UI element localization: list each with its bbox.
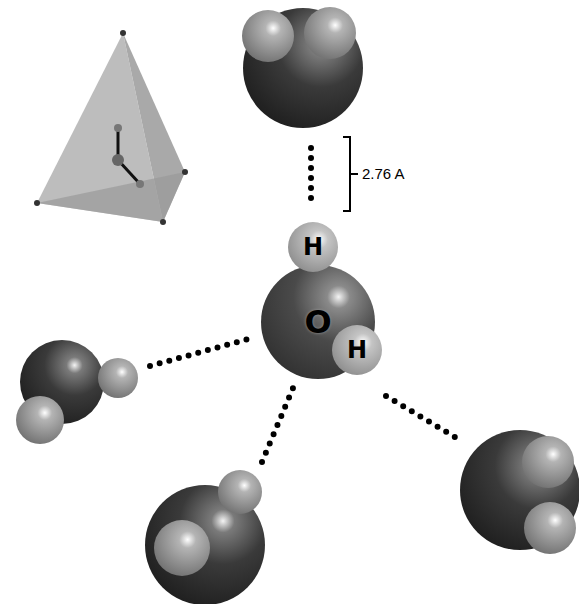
water-molecule-top (242, 7, 363, 128)
distance-label: 2.76 A (362, 165, 405, 182)
distance-bracket (343, 137, 358, 211)
atom-symbol: O (304, 306, 331, 338)
hydrogen-atom: H (332, 325, 382, 375)
hydrogen-bonds (150, 148, 460, 462)
water-molecule-bottom (145, 470, 265, 604)
tetrahedron-inset (34, 30, 188, 225)
hydrogen-atom: H (288, 222, 338, 272)
water-molecule-right (460, 430, 579, 554)
atom-symbol: H (303, 235, 323, 259)
water-molecule-left (16, 340, 138, 444)
atom-symbol: H (347, 338, 367, 362)
